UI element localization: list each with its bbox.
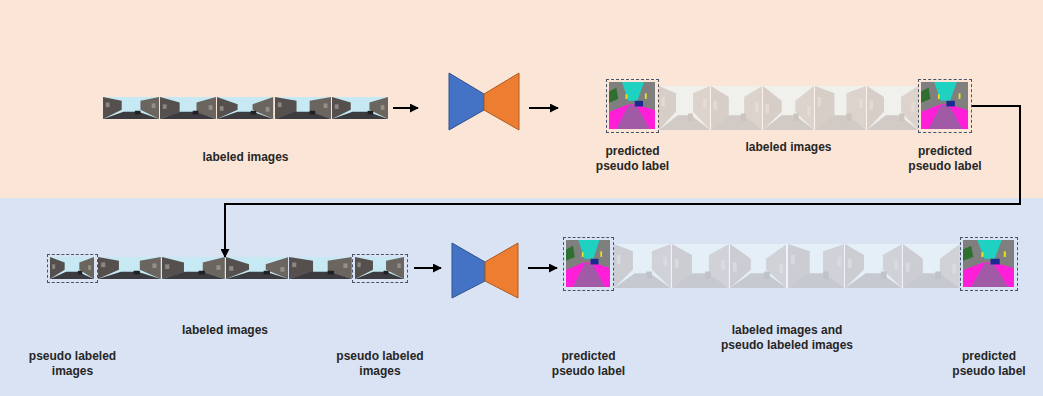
street-image xyxy=(845,244,902,288)
image-caption: predicted pseudo label xyxy=(899,144,991,174)
street-image xyxy=(903,244,960,288)
pseudo-labeled-image-box: pseudo labeled images xyxy=(47,254,98,283)
pseudo-labeled-image-box: pseudo labeled images xyxy=(352,254,408,283)
image-caption: pseudo labeled images xyxy=(18,349,128,379)
street-image xyxy=(103,97,159,119)
flow-arrow xyxy=(528,267,557,269)
flow-arrow xyxy=(529,107,558,109)
pseudo-label-box: predicted pseudo label xyxy=(606,79,659,133)
street-image xyxy=(50,257,94,279)
image-caption: predicted pseudo label xyxy=(543,349,635,379)
street-image xyxy=(730,244,787,288)
pseudo-label-box: predicted pseudo label xyxy=(960,237,1018,291)
encoder-shape xyxy=(452,243,485,298)
street-image xyxy=(614,244,671,288)
image-caption: labeled images and pseudo labeled images xyxy=(712,323,862,353)
image-caption: predicted pseudo label xyxy=(587,144,679,174)
encoder-shape xyxy=(449,73,484,130)
street-image xyxy=(332,97,388,119)
faded-image-strip: labeled images xyxy=(659,86,918,130)
image-caption: pseudo labeled images xyxy=(325,349,435,379)
image-caption: labeled images xyxy=(689,140,889,155)
decoder-shape xyxy=(485,243,518,298)
flow-connector xyxy=(225,106,1020,257)
pseudo-label-box: predicted pseudo label xyxy=(918,79,972,133)
pseudo-label-box: predicted pseudo label xyxy=(563,237,614,291)
street-image xyxy=(162,257,225,279)
street-image xyxy=(160,97,216,119)
segmentation-map xyxy=(921,82,968,129)
image-caption: labeled images xyxy=(146,150,346,165)
image-strip: labeled images xyxy=(103,97,388,119)
street-image xyxy=(763,86,814,130)
decoder-shape xyxy=(484,73,519,130)
image-caption: predicted pseudo label xyxy=(943,349,1035,379)
street-image xyxy=(217,97,273,119)
street-image xyxy=(659,86,710,130)
flow-arrow xyxy=(414,267,441,269)
street-image xyxy=(355,257,404,279)
street-image xyxy=(226,257,289,279)
street-image xyxy=(289,257,352,279)
street-image xyxy=(788,244,845,288)
street-image xyxy=(711,86,762,130)
flow-arrow xyxy=(393,107,418,109)
segmentation-map xyxy=(566,240,610,287)
segmentation-map xyxy=(963,240,1014,287)
faded-image-strip: labeled images and pseudo labeled images xyxy=(614,244,960,288)
street-image xyxy=(275,97,331,119)
image-caption: labeled images xyxy=(125,323,325,338)
street-image xyxy=(98,257,161,279)
street-image xyxy=(672,244,729,288)
image-strip: labeled images xyxy=(98,257,352,279)
segmentation-map xyxy=(609,82,655,129)
stage-band xyxy=(0,198,1043,396)
street-image xyxy=(815,86,866,130)
street-image xyxy=(867,86,918,130)
